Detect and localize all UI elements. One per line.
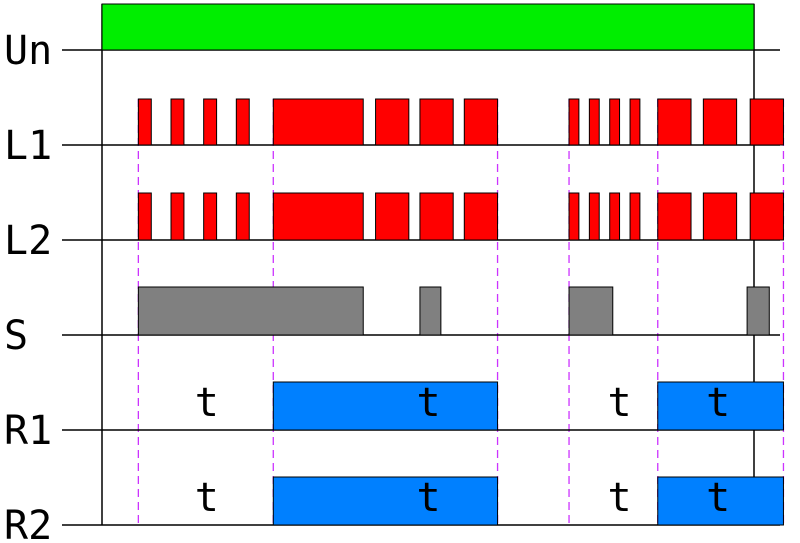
R1-pulse-1	[657, 381, 784, 431]
R1-t-label-3: t	[706, 380, 730, 426]
L2-pulse-12	[657, 192, 692, 241]
R2-pulse-0	[272, 476, 499, 526]
R2-t-label-0: t	[195, 475, 219, 521]
L1-pulse-6	[419, 98, 454, 146]
row-label-L2: L2	[4, 218, 52, 264]
L2-pulse-6	[419, 192, 454, 241]
L2-pulse-5	[375, 192, 410, 241]
L2-pulse-0	[137, 192, 152, 241]
L1-pulse-12	[657, 98, 692, 146]
row-R2: R2 t t t t	[4, 475, 784, 543]
L2-pulse-7	[463, 192, 499, 241]
R1-t-label-1: t	[417, 380, 441, 426]
L1-pulse-9	[588, 98, 600, 146]
L2-pulse-9	[588, 192, 600, 241]
row-label-R2: R2	[4, 503, 52, 543]
L1-pulse-4	[272, 98, 364, 146]
L1-pulse-1	[170, 98, 185, 146]
L2-pulse-4	[272, 192, 364, 241]
L1-pulse-7	[463, 98, 499, 146]
S-pulse-3	[746, 286, 770, 336]
R2-t-label-3: t	[706, 475, 730, 521]
L1-pulse-11	[629, 98, 641, 146]
L2-pulse-8	[568, 192, 580, 241]
L1-pulse-5	[375, 98, 410, 146]
Un-pulse-0	[101, 3, 755, 51]
L1-pulse-2	[203, 98, 218, 146]
R2-t-label-2: t	[608, 475, 632, 521]
row-L2: L2	[4, 192, 784, 264]
L2-pulse-11	[629, 192, 641, 241]
row-label-S: S	[4, 313, 28, 359]
R1-t-label-0: t	[195, 380, 219, 426]
row-L1: L1	[4, 98, 784, 169]
R2-pulse-1	[657, 476, 784, 526]
L2-pulse-3	[235, 192, 250, 241]
row-R1: R1 t t t t	[4, 380, 784, 454]
S-pulse-0	[137, 286, 364, 336]
L2-pulse-14	[749, 192, 784, 241]
S-pulse-1	[419, 286, 442, 336]
L2-pulse-10	[609, 192, 621, 241]
R1-t-label-2: t	[608, 380, 632, 426]
R2-t-label-1: t	[417, 475, 441, 521]
L2-pulse-2	[203, 192, 218, 241]
L1-pulse-10	[609, 98, 621, 146]
L1-pulse-13	[702, 98, 738, 146]
L1-pulse-8	[568, 98, 580, 146]
L2-pulse-13	[702, 192, 738, 241]
S-pulse-2	[568, 286, 614, 336]
L1-pulse-3	[235, 98, 250, 146]
L1-pulse-14	[749, 98, 784, 146]
row-label-R1: R1	[4, 408, 52, 454]
row-label-L1: L1	[4, 123, 52, 169]
row-Un: Un	[4, 3, 780, 74]
diagram-frame	[101, 4, 755, 525]
row-label-Un: Un	[4, 28, 52, 74]
L1-pulse-0	[137, 98, 152, 146]
R1-pulse-0	[272, 381, 499, 431]
row-S: S	[4, 286, 780, 359]
L2-pulse-1	[170, 192, 185, 241]
